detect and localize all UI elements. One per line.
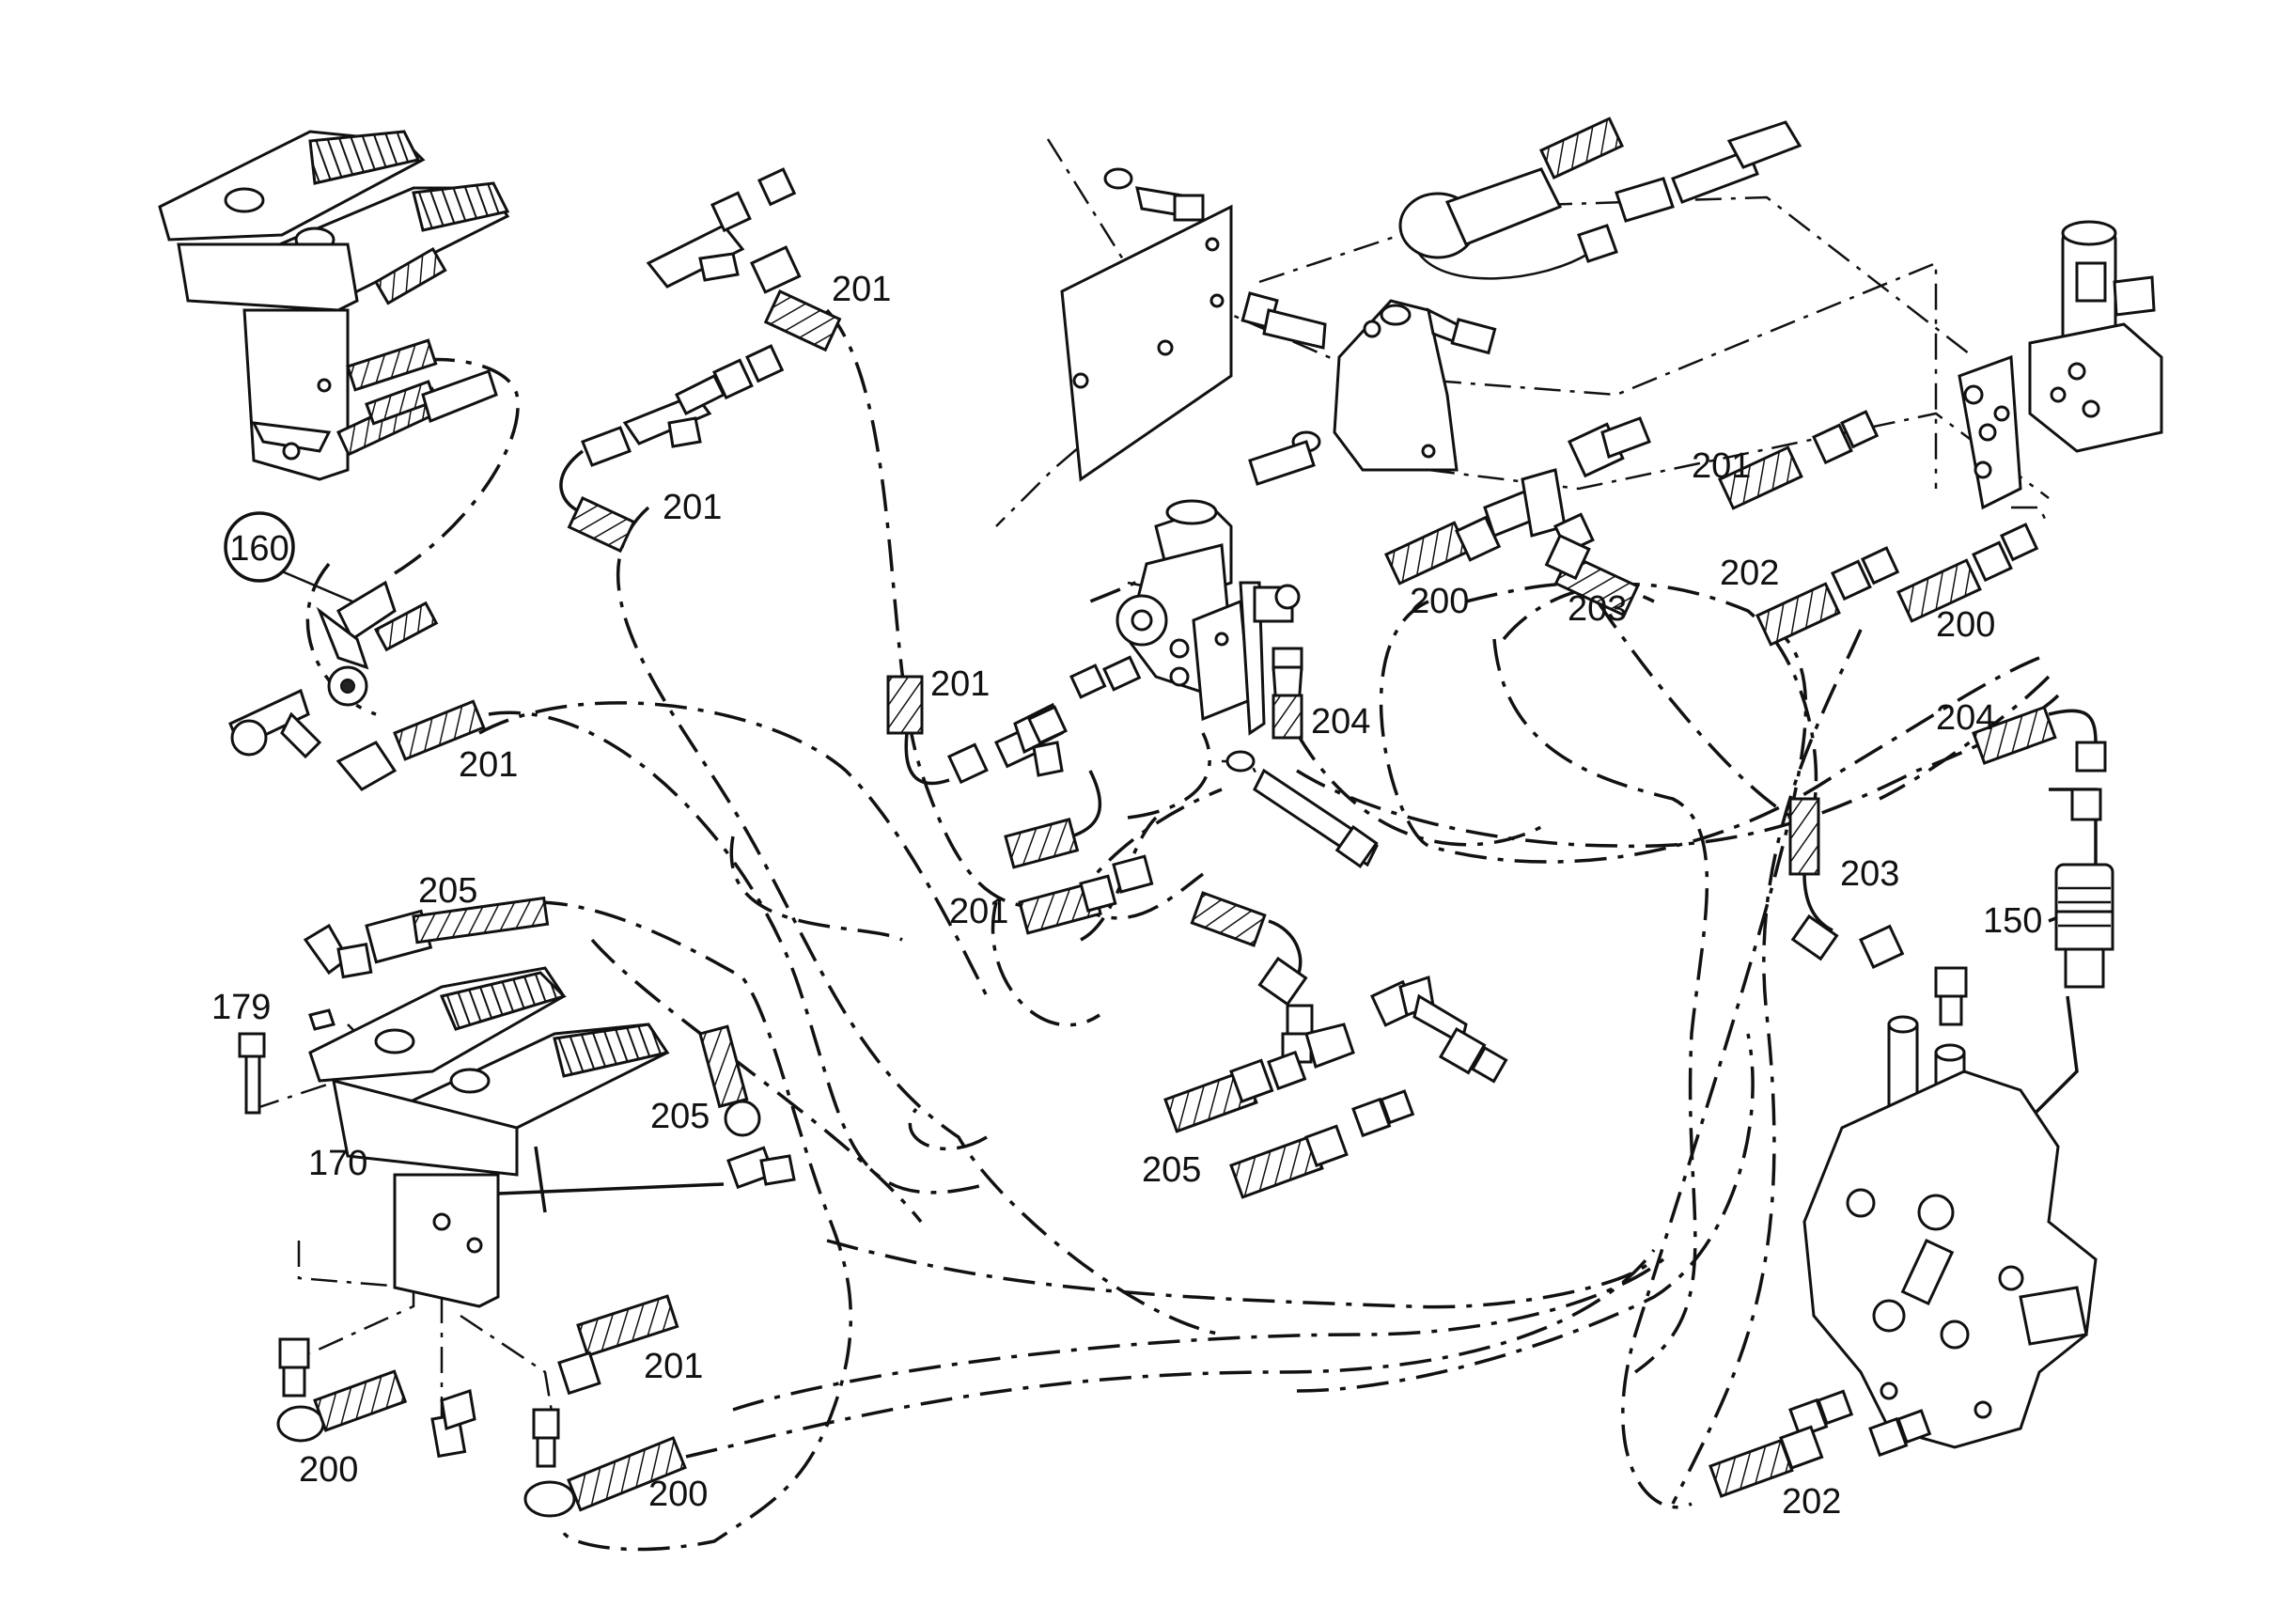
fittings-center-left[interactable] (886, 655, 1154, 935)
callout-200-right[interactable]: 200 (1936, 605, 1995, 645)
callout-160[interactable]: 160 (229, 529, 289, 569)
callout-160-leader (281, 570, 353, 603)
control-valve-bank[interactable] (1708, 1015, 2098, 1498)
callout-201-upper-left[interactable]: 201 (663, 488, 722, 527)
callout-202-right[interactable]: 202 (1720, 554, 1779, 593)
callout-205-left[interactable]: 205 (418, 871, 477, 911)
callout-201-center[interactable]: 201 (930, 664, 990, 704)
callout-179[interactable]: 179 (211, 988, 271, 1027)
mounting-plate-and-sensor[interactable] (1060, 117, 1802, 486)
fittings-bottom-left[interactable] (276, 1294, 687, 1518)
callout-201-bottom[interactable]: 201 (644, 1347, 703, 1386)
fittings-lower-center[interactable] (1163, 891, 1508, 1199)
callout-205-lower-left[interactable]: 205 (650, 1097, 710, 1136)
fittings-right-middle[interactable] (1788, 705, 2114, 1026)
fittings-top-left[interactable] (559, 167, 842, 554)
callout-201-top[interactable]: 201 (832, 270, 891, 309)
solenoid-valve-right[interactable] (1958, 220, 2163, 510)
fittings-right-upper[interactable] (1384, 410, 2039, 647)
callout-202-bottom[interactable]: 202 (1782, 1482, 1841, 1522)
center-valve-block[interactable] (1116, 499, 1379, 868)
foot-pedal-valve-160[interactable] (158, 130, 510, 481)
callout-160-circle (224, 511, 295, 583)
foot-pedal-valve-170[interactable] (238, 896, 796, 1308)
callout-203-upper[interactable]: 203 (1568, 589, 1627, 629)
fittings-left-upper[interactable] (228, 580, 486, 791)
callout-200-bottom[interactable]: 200 (648, 1475, 708, 1514)
callouts: 160 201 201 201 201 201 201 201 200 200 … (211, 270, 2042, 1522)
callout-201-right[interactable]: 201 (1692, 446, 1751, 486)
callout-200-bottom-left[interactable]: 200 (299, 1450, 358, 1490)
callout-204-center[interactable]: 204 (1311, 702, 1370, 742)
callout-205-center[interactable]: 205 (1142, 1150, 1201, 1190)
callout-201-left[interactable]: 201 (459, 745, 518, 785)
callout-170[interactable]: 170 (308, 1144, 367, 1183)
callout-201-center-lower[interactable]: 201 (949, 892, 1008, 931)
callout-203-lower[interactable]: 203 (1840, 854, 1899, 894)
callout-200-center[interactable]: 200 (1410, 582, 1469, 621)
callout-204-right[interactable]: 204 (1936, 698, 1995, 738)
callout-150[interactable]: 150 (1983, 901, 2042, 941)
